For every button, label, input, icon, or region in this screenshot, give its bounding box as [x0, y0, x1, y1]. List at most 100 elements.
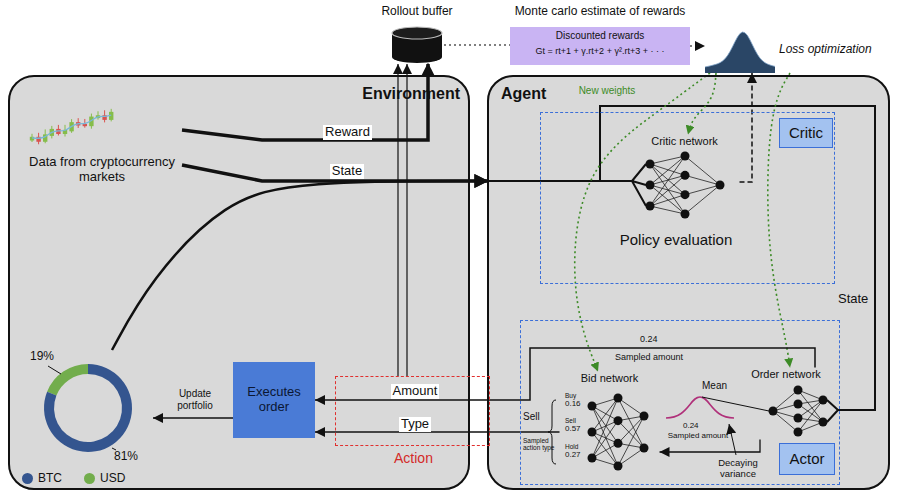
- node-text: Environment: [310, 85, 460, 103]
- cylinder-shape: [390, 26, 444, 64]
- connector-arrow: [688, 73, 716, 135]
- legend: BTC USD: [22, 472, 125, 486]
- network-icon: [630, 150, 740, 220]
- node-text: Action: [336, 450, 491, 466]
- neural-network: Critic network: [630, 135, 740, 223]
- network-link: [773, 411, 798, 432]
- connector-arrow: [153, 417, 233, 419]
- legend-swatch: [22, 473, 33, 484]
- connector-arrow: [444, 44, 510, 46]
- reward-box: Monte carlo estimate of rewardsDiscounte…: [510, 27, 690, 65]
- state-wire: [600, 106, 875, 422]
- network-neuron: [680, 170, 689, 179]
- node-text: 81%: [114, 450, 150, 464]
- legend-swatch: [84, 473, 95, 484]
- network-neuron: [645, 180, 654, 189]
- connector-arrow: [397, 64, 398, 376]
- edge-label: State: [330, 164, 364, 179]
- node-text: Bid network: [560, 372, 660, 385]
- node-text: Actor: [779, 443, 835, 475]
- connector-arrow: [182, 165, 487, 181]
- node-text: Data from cryptocurrency markets: [27, 155, 177, 185]
- process-box: Executes order: [233, 362, 315, 438]
- edge-label: Reward: [323, 125, 372, 140]
- edge-label: Type: [399, 417, 431, 432]
- network-link: [650, 185, 685, 214]
- node-text: Loss optimization: [779, 43, 885, 57]
- connector-arrow: [740, 73, 753, 182]
- leader-line: [48, 366, 61, 374]
- annotation-label: 0.24: [640, 334, 670, 344]
- node-text: Gt = rt+1 + γ.rt+2 + γ².rt+3 + · · ·: [510, 46, 690, 56]
- network-link: [685, 175, 720, 185]
- network-neuron: [680, 190, 689, 199]
- legend-item: BTC: [22, 472, 62, 486]
- gaussian-curve: [666, 397, 734, 418]
- node-text: Discounted rewards: [510, 30, 690, 42]
- network-neuron: [768, 406, 777, 415]
- annotation-label: Decaying variance: [700, 458, 776, 480]
- network-neuron: [793, 399, 802, 408]
- moving-average: [32, 115, 111, 138]
- network-link: [650, 206, 685, 214]
- annotation-label: Buy: [565, 392, 587, 399]
- candlestick-chart: [26, 95, 121, 151]
- network-link: [650, 164, 685, 214]
- node-text: Executes order: [237, 385, 311, 415]
- node-text: Policy evaluation: [596, 231, 756, 248]
- annotation-label: Mean: [702, 380, 734, 392]
- network-neuron: [639, 411, 648, 420]
- legend-item: USD: [84, 472, 125, 486]
- network-neuron: [793, 413, 802, 422]
- network-neuron: [613, 461, 622, 470]
- leader-arrow: [729, 424, 736, 455]
- node-text: Order network: [738, 368, 835, 381]
- annotation-label: 0.57: [565, 424, 587, 433]
- connector-arrow: [575, 73, 710, 372]
- connector-arrow: [315, 431, 560, 433]
- connector-arrow: [112, 181, 487, 350]
- annotation-label: Sampled action type: [523, 437, 555, 452]
- network-link: [650, 156, 685, 206]
- node-text: Critic network: [630, 135, 740, 148]
- annotation-label: Hold: [565, 443, 587, 450]
- network-neuron: [587, 427, 596, 436]
- connector-arrow: [406, 64, 407, 376]
- donut-slice: [44, 364, 132, 452]
- network-link: [618, 416, 644, 466]
- node-text: 19%: [30, 350, 62, 364]
- network-neuron: [680, 151, 689, 160]
- connector-arrow: [690, 45, 705, 47]
- network-neuron: [680, 209, 689, 218]
- annotation-label: Sampled amount: [660, 431, 736, 440]
- network-link: [685, 185, 720, 214]
- annotation-label: Sell: [565, 417, 587, 424]
- network-neuron: [793, 385, 802, 394]
- network-link: [773, 390, 798, 411]
- network-neuron: [613, 416, 622, 425]
- critic-region: CriticPolicy evaluation Critic network: [540, 112, 835, 284]
- network-link: [618, 398, 644, 416]
- annotation-label: 0.16: [565, 399, 587, 408]
- loss-landscape: [705, 28, 775, 73]
- network-icon: [738, 382, 835, 440]
- market-data: Data from cryptocurrency markets: [22, 95, 182, 213]
- network-neuron: [645, 159, 654, 168]
- loss-chart: Loss optimization: [705, 28, 885, 73]
- annotation-label: State: [838, 292, 872, 307]
- node-text: Critic: [779, 118, 833, 148]
- annotation-label: Sell: [523, 411, 551, 423]
- edge-label: New weights: [577, 85, 638, 97]
- loss-ridge: [705, 32, 775, 67]
- network-neuron: [645, 201, 654, 210]
- network-neuron: [613, 393, 622, 402]
- network-link: [592, 420, 618, 457]
- node-text: Monte carlo estimate of rewards: [490, 5, 710, 19]
- network-neuron: [818, 417, 827, 426]
- state-wire: [487, 164, 646, 206]
- network-neuron: [715, 180, 724, 189]
- network-neuron: [818, 395, 827, 404]
- legend-text: BTC: [38, 472, 62, 486]
